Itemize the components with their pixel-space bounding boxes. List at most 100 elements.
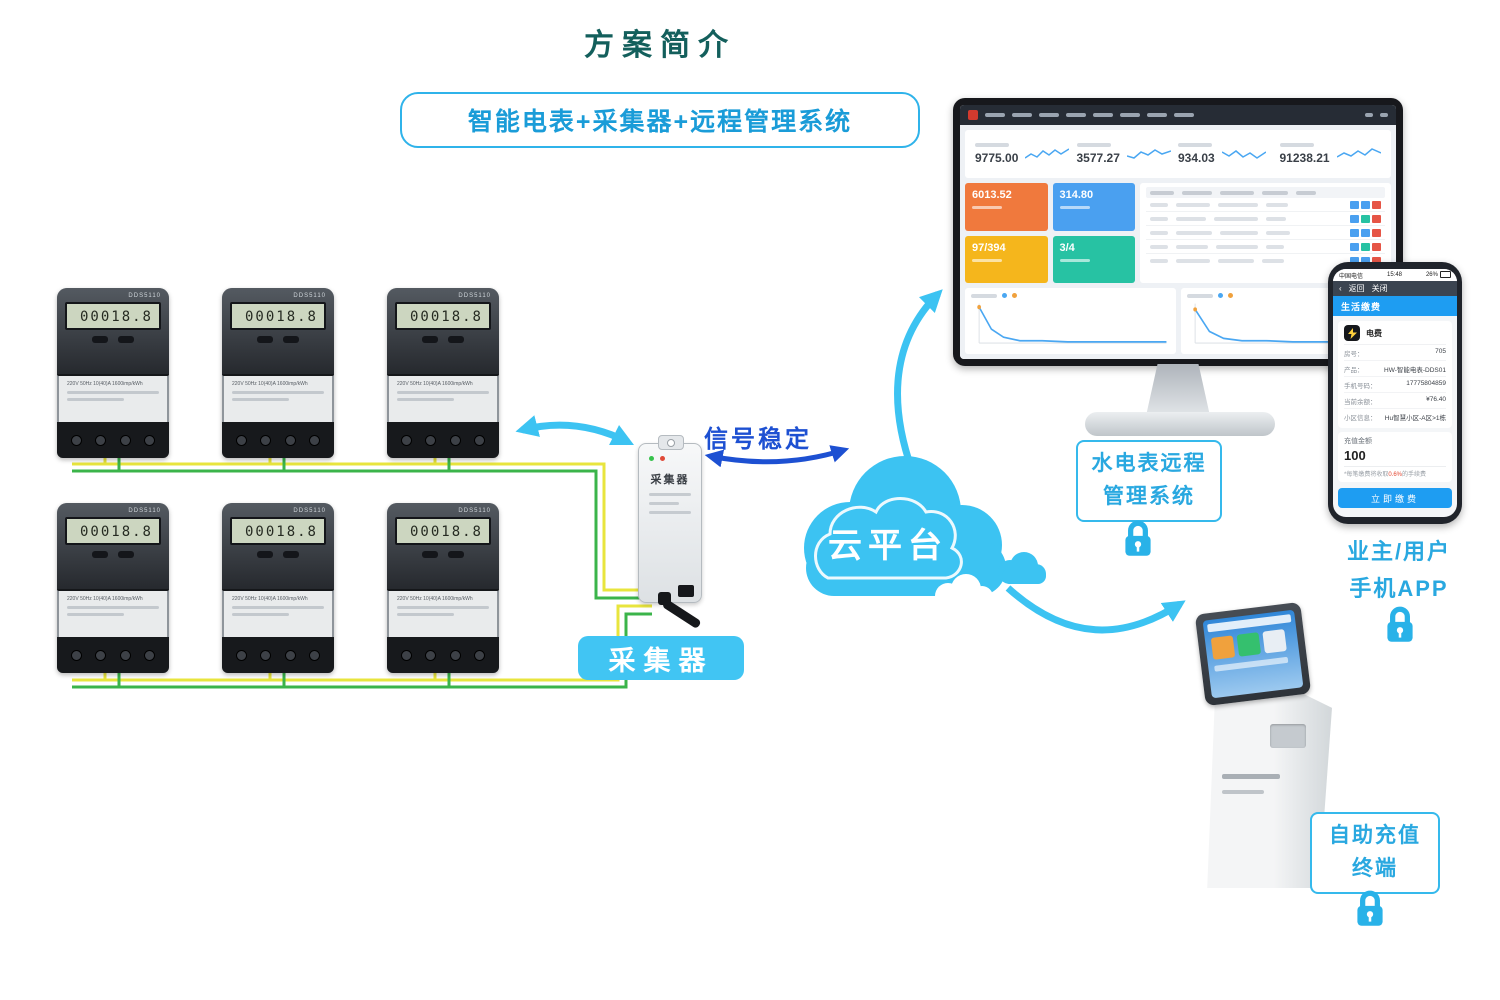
electric-meter-5: DDS5110 00018.8 220V 50Hz 10(40)A 1600im… bbox=[222, 503, 334, 673]
electric-meter-2: DDS5110 00018.8 220V 50Hz 10(40)A 1600im… bbox=[222, 288, 334, 458]
meter-terminals bbox=[57, 422, 169, 458]
sparkline bbox=[1025, 148, 1070, 159]
stat-card: 91238.21 bbox=[1279, 143, 1382, 165]
meter-terminals bbox=[387, 637, 499, 673]
meter-model: DDS5110 bbox=[458, 293, 491, 299]
collector-leds bbox=[649, 456, 701, 461]
meter-head: DDS5110 00018.8 bbox=[387, 503, 499, 591]
stat-value: 934.03 bbox=[1178, 151, 1215, 165]
meter-lcd: 00018.8 bbox=[65, 302, 161, 330]
meter-buttons bbox=[65, 551, 161, 558]
field-row: 产品：HW-智能电表-DDS01 bbox=[1344, 361, 1446, 377]
meter-spec: 220V 50Hz 10(40)A 1600imp/kWh bbox=[232, 596, 308, 602]
back-chevron-icon[interactable]: ‹ bbox=[1339, 284, 1342, 293]
user-icon[interactable] bbox=[1365, 113, 1373, 117]
electricity-item[interactable]: 电费 bbox=[1344, 325, 1446, 345]
kiosk-screen[interactable] bbox=[1202, 609, 1304, 699]
line-chart-panel bbox=[965, 288, 1176, 354]
meter-buttons bbox=[230, 551, 326, 558]
pay-now-button[interactable]: 立即缴费 bbox=[1338, 488, 1452, 508]
field-row: 房号：705 bbox=[1344, 345, 1446, 361]
fee-note: *每笔缴费将收取0.6%的手续费 bbox=[1344, 472, 1427, 478]
tile-yellow: 97/394 bbox=[965, 235, 1048, 283]
meter-terminals bbox=[222, 637, 334, 673]
table-row[interactable] bbox=[1146, 240, 1385, 254]
cloud-monitor-arrow bbox=[894, 289, 943, 472]
monitor-base bbox=[1085, 412, 1275, 436]
meter-spec: 220V 50Hz 10(40)A 1600imp/kWh bbox=[397, 381, 473, 387]
nav-menu-item[interactable] bbox=[1039, 113, 1059, 117]
collector-device: 采集器 bbox=[638, 435, 702, 603]
bill-card: 电费 房号：705 产品：HW-智能电表-DDS01 手机号码：17775804… bbox=[1338, 321, 1452, 428]
battery-label: 26% bbox=[1426, 271, 1451, 279]
phone-screen: 中国电信 15:48 26% ‹ 返回 关闭 生活缴费 电费 bbox=[1333, 269, 1457, 517]
kiosk-card-slot[interactable] bbox=[1222, 774, 1280, 779]
nav-menu-item[interactable] bbox=[1093, 113, 1113, 117]
monitor-stand bbox=[1146, 364, 1210, 416]
sparkline bbox=[1221, 150, 1266, 159]
electric-meter-4: DDS5110 00018.8 220V 50Hz 10(40)A 1600im… bbox=[57, 503, 169, 673]
meter-terminals bbox=[57, 637, 169, 673]
meter-model: DDS5110 bbox=[293, 508, 326, 514]
kiosk-keypad[interactable] bbox=[1270, 724, 1306, 748]
table-row[interactable] bbox=[1146, 254, 1385, 267]
field-row: 当前余额：¥76.40 bbox=[1344, 393, 1446, 409]
sparkline bbox=[1336, 148, 1381, 158]
meter-plate: 220V 50Hz 10(40)A 1600imp/kWh bbox=[222, 591, 334, 637]
meter-spec: 220V 50Hz 10(40)A 1600imp/kWh bbox=[232, 381, 308, 387]
back-button[interactable]: 返回 bbox=[1348, 284, 1365, 293]
settings-icon[interactable] bbox=[1380, 113, 1388, 117]
stat-card: 3577.27 bbox=[1076, 143, 1179, 165]
electric-meter-1: DDS5110 00018.8 220V 50Hz 10(40)A 1600im… bbox=[57, 288, 169, 458]
meter-model: DDS5110 bbox=[458, 508, 491, 514]
meter-terminals bbox=[387, 422, 499, 458]
sparkline bbox=[1126, 149, 1171, 159]
kiosk-label: 自助充值 终端 bbox=[1310, 812, 1440, 894]
lock-icon bbox=[1125, 520, 1151, 556]
nav-menu-item[interactable] bbox=[985, 113, 1005, 117]
recharge-amount-label: 充值金额 bbox=[1344, 438, 1372, 445]
kiosk-label-line2: 终端 bbox=[1352, 857, 1398, 880]
table-row[interactable] bbox=[1146, 212, 1385, 226]
dashboard-navbar bbox=[960, 105, 1396, 125]
meter-model: DDS5110 bbox=[293, 293, 326, 299]
app-label-line1: 业主/用户 bbox=[1346, 539, 1452, 564]
lock-icon bbox=[1357, 890, 1383, 926]
phone-body: 电费 房号：705 产品：HW-智能电表-DDS01 手机号码：17775804… bbox=[1333, 316, 1457, 517]
nav-menu-item[interactable] bbox=[1012, 113, 1032, 117]
close-button[interactable]: 关闭 bbox=[1371, 284, 1388, 293]
stat-card: 934.03 bbox=[1178, 143, 1280, 165]
electricity-icon bbox=[1344, 325, 1360, 341]
payment-banner: 生活缴费 bbox=[1333, 296, 1457, 316]
collector-device-label: 采集器 bbox=[650, 474, 690, 486]
nav-menu-item[interactable] bbox=[1174, 113, 1194, 117]
table-header bbox=[1146, 187, 1385, 198]
meter-lcd: 00018.8 bbox=[230, 517, 326, 545]
management-label-line2: 管理系统 bbox=[1103, 485, 1195, 508]
meter-spec: 220V 50Hz 10(40)A 1600imp/kWh bbox=[67, 381, 143, 387]
stat-card: 9775.00 bbox=[975, 143, 1077, 165]
meter-head: DDS5110 00018.8 bbox=[222, 288, 334, 376]
nav-menu-item[interactable] bbox=[1120, 113, 1140, 117]
tile-blue: 314.80 bbox=[1052, 183, 1135, 231]
phone-nav-bar: ‹ 返回 关闭 bbox=[1333, 281, 1457, 296]
meters-collector-arrow bbox=[515, 415, 635, 446]
meter-model: DDS5110 bbox=[128, 508, 161, 514]
table-row[interactable] bbox=[1146, 198, 1385, 212]
recharge-amount-input[interactable]: 100 bbox=[1344, 446, 1446, 467]
meter-head: DDS5110 00018.8 bbox=[387, 288, 499, 376]
meter-head: DDS5110 00018.8 bbox=[222, 503, 334, 591]
nav-menu-item[interactable] bbox=[1147, 113, 1167, 117]
collector-label-pill: 采集器 bbox=[578, 636, 744, 680]
meter-head: DDS5110 00018.8 bbox=[57, 288, 169, 376]
meter-plate: 220V 50Hz 10(40)A 1600imp/kWh bbox=[387, 591, 499, 637]
nav-menu-item[interactable] bbox=[1066, 113, 1086, 117]
dashboard-logo bbox=[968, 110, 978, 120]
meter-lcd: 00018.8 bbox=[65, 517, 161, 545]
stat-value: 91238.21 bbox=[1279, 151, 1330, 165]
tile-teal: 3/4 bbox=[1052, 235, 1135, 283]
table-row[interactable] bbox=[1146, 226, 1385, 240]
owner-app-label: 业主/用户 手机APP bbox=[1334, 533, 1464, 608]
kiosk-body bbox=[1207, 690, 1332, 888]
